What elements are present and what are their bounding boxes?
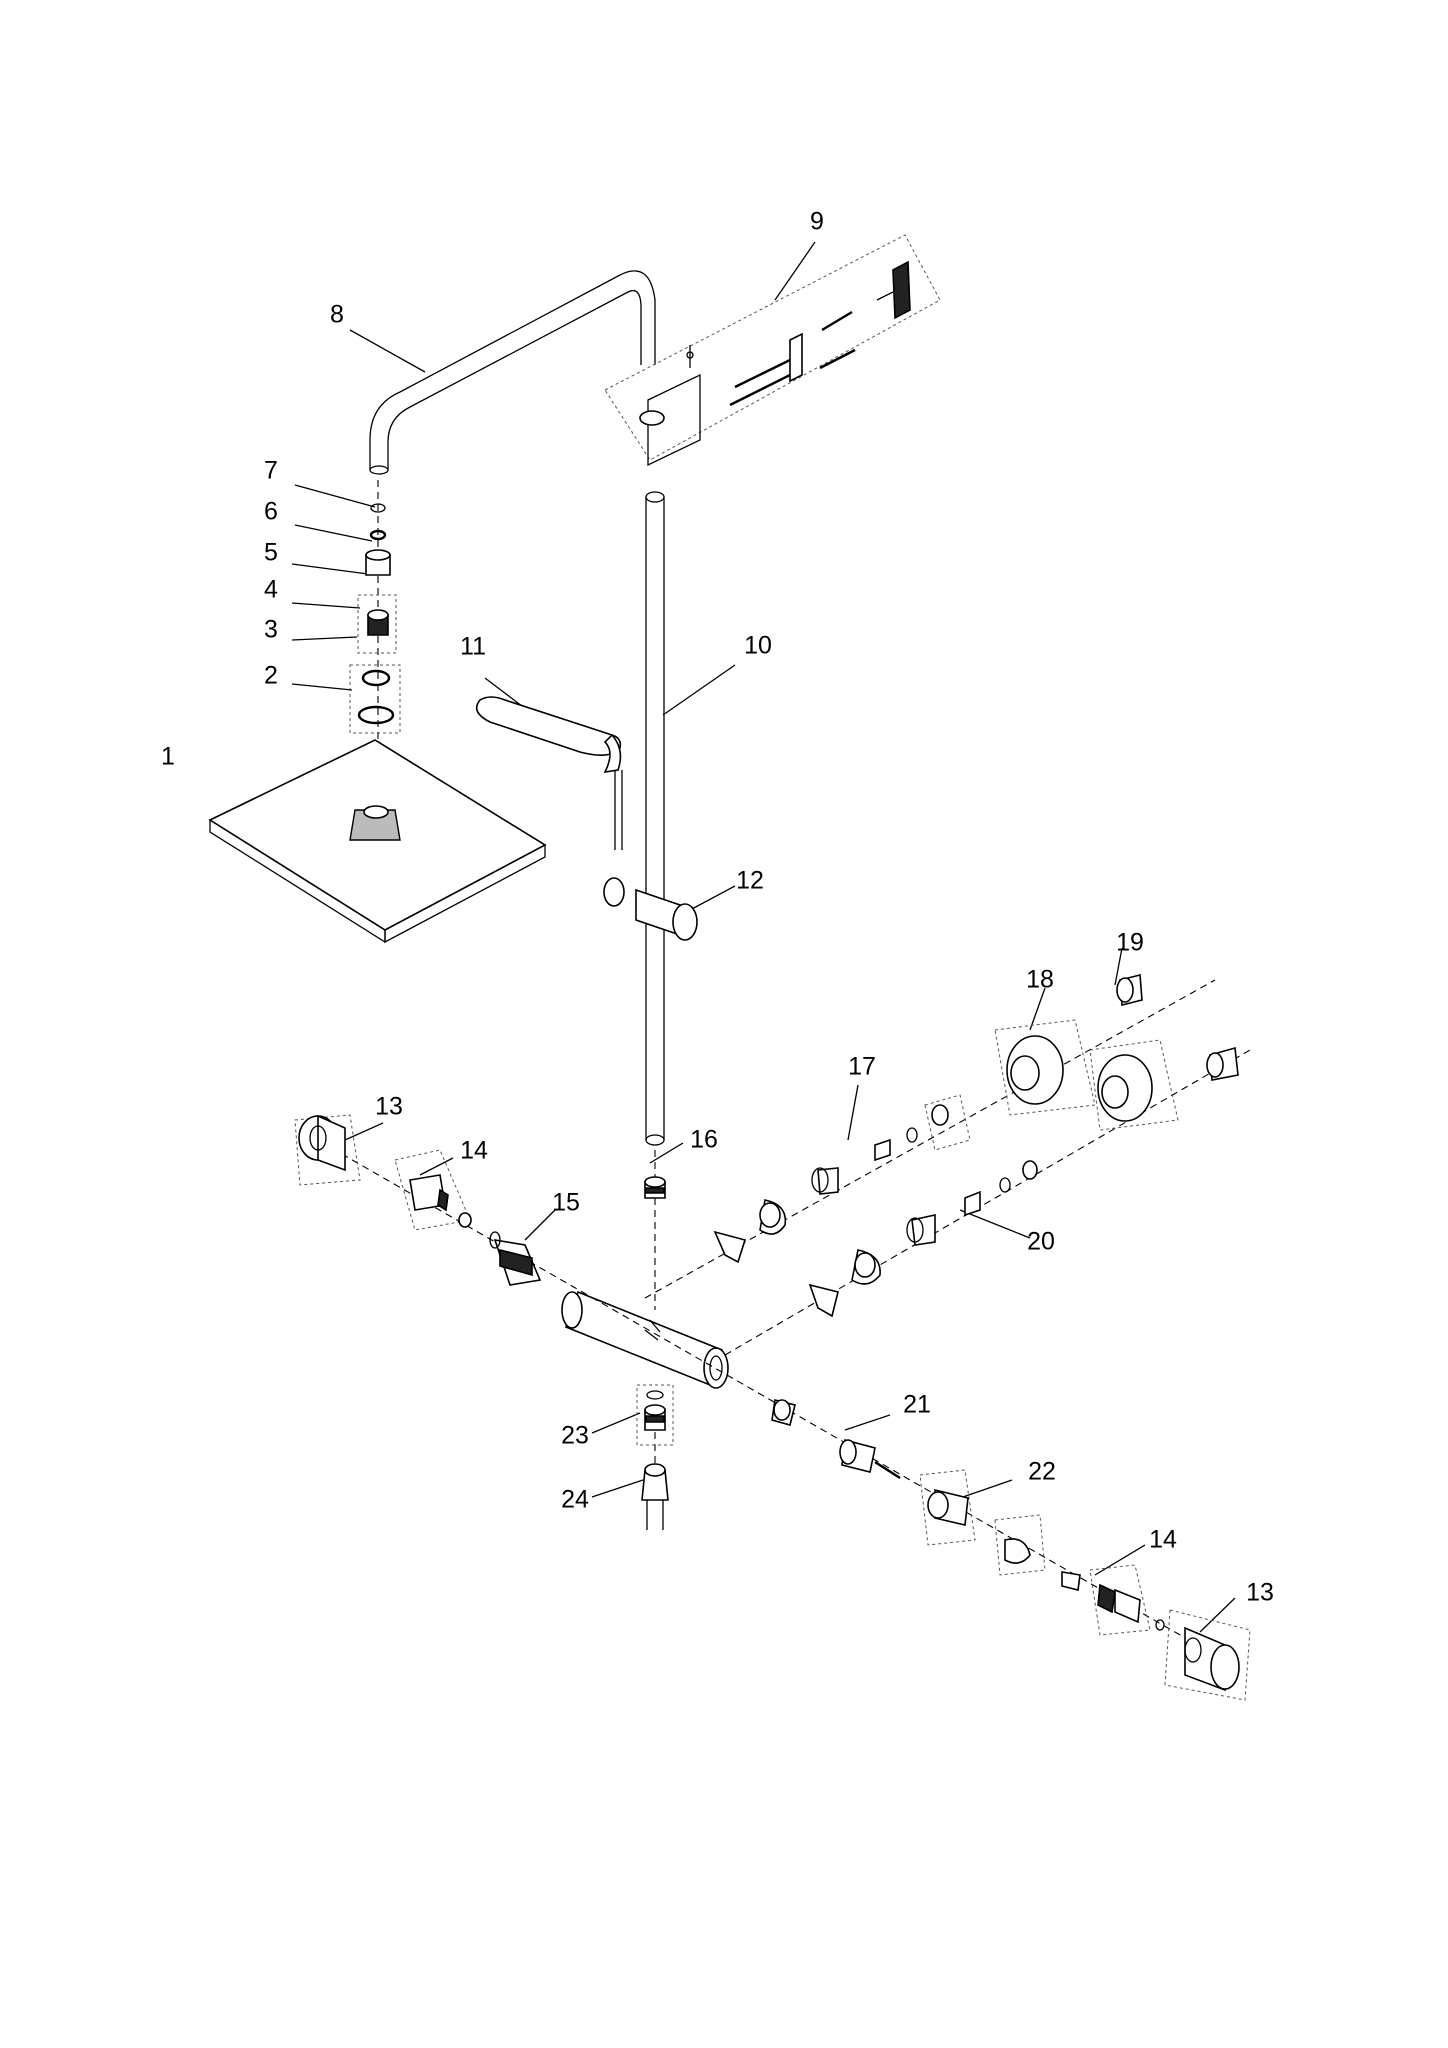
upper-union-chain	[713, 973, 1143, 1264]
riser-pipe	[645, 491, 665, 1465]
part-label-14-left: 14	[460, 1136, 488, 1165]
hand-shower	[475, 696, 623, 850]
part-label-22: 22	[1028, 1457, 1056, 1486]
part-label-16: 16	[690, 1125, 718, 1154]
part-label-17: 17	[848, 1052, 876, 1081]
part-label-1: 1	[161, 742, 175, 771]
connector-16	[644, 1176, 666, 1199]
left-handle-parts	[294, 1114, 542, 1286]
part-label-10: 10	[744, 631, 772, 660]
bottom-outlet	[636, 1384, 674, 1530]
part-label-8: 8	[330, 300, 344, 329]
part-label-20: 20	[1027, 1227, 1055, 1256]
leader-lines	[291, 241, 1236, 1633]
lower-union-chain	[808, 1039, 1239, 1318]
thermostat-body	[561, 1290, 729, 1389]
part-label-24: 24	[561, 1485, 589, 1514]
part-label-13-right: 13	[1246, 1578, 1274, 1607]
slider-holder	[603, 877, 698, 941]
right-handle-chain	[771, 1399, 1251, 1701]
part-label-5: 5	[264, 538, 278, 567]
part-label-4: 4	[264, 575, 278, 604]
part-label-11: 11	[460, 632, 486, 661]
part-label-6: 6	[264, 497, 278, 526]
part-label-18: 18	[1026, 965, 1054, 994]
part-label-14-right: 14	[1149, 1525, 1177, 1554]
part-label-21: 21	[903, 1390, 931, 1419]
part-label-3: 3	[264, 615, 278, 644]
part-label-7: 7	[264, 456, 278, 485]
part-label-23: 23	[561, 1421, 589, 1450]
part-label-19: 19	[1116, 928, 1144, 957]
overhead-arm	[369, 270, 656, 475]
part-label-13-left: 13	[375, 1092, 403, 1121]
part-label-9: 9	[810, 207, 824, 236]
shower-head-parts	[208, 480, 547, 944]
part-label-15: 15	[552, 1188, 580, 1217]
wall-bracket-assembly	[604, 234, 941, 467]
part-label-2: 2	[264, 661, 278, 690]
part-label-12: 12	[736, 866, 764, 895]
